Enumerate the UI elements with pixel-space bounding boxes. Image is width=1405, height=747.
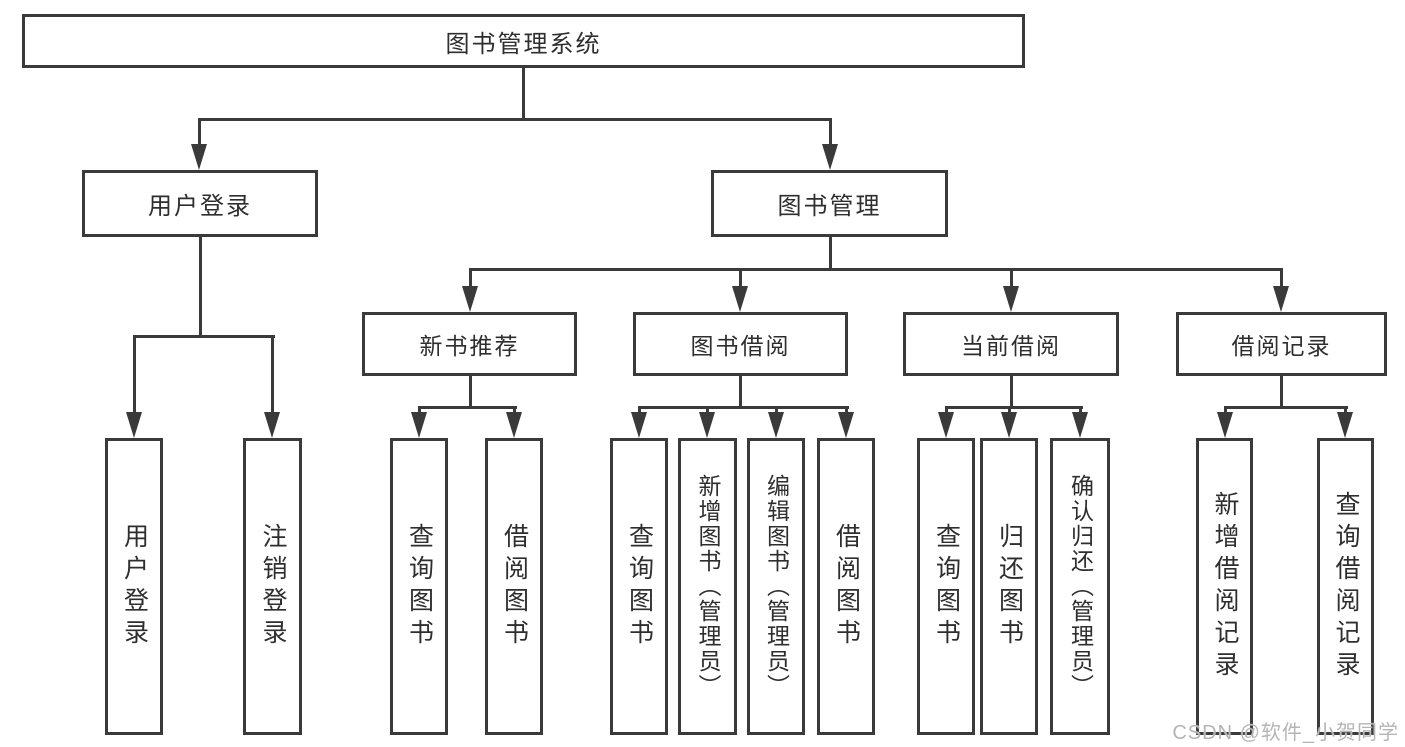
connector-line [197, 117, 832, 121]
connector-line [637, 405, 849, 409]
arrowhead [191, 144, 207, 170]
connector-line [1279, 268, 1283, 290]
leaf-add-books-admin: 新增图书（管理员） [678, 438, 737, 735]
leaf-query-borrow-record: 查询借阅记录 [1317, 438, 1374, 735]
connector-line [512, 405, 516, 418]
connector-line [1007, 405, 1011, 418]
arrowhead [699, 412, 715, 438]
arrowhead [838, 412, 854, 438]
connector-line [468, 268, 1283, 271]
arrowhead [822, 144, 838, 170]
connector-line [774, 405, 778, 418]
arrowhead [1001, 412, 1017, 438]
connector-line [1343, 405, 1347, 418]
arrowhead [1003, 286, 1019, 312]
node-label: 新书推荐 [419, 333, 520, 359]
connector-line [132, 334, 275, 338]
node-label: 确认归还（管理员） [1067, 474, 1094, 699]
leaf-borrow-books-2: 借阅图书 [817, 438, 875, 735]
connector-line [198, 237, 202, 336]
node-label: 图书借阅 [690, 333, 791, 359]
leaf-borrow-books-1: 借阅图书 [485, 438, 543, 735]
node-label: 图书管理 [777, 193, 882, 220]
arrowhead [462, 286, 478, 312]
connector-line [1009, 268, 1013, 290]
connector-line [844, 405, 848, 418]
node-user-login: 用户登录 [82, 170, 318, 237]
arrowhead [1072, 412, 1088, 438]
node-label: 编辑图书（管理员） [763, 474, 790, 699]
node-label: 新增借阅记录 [1211, 490, 1239, 683]
connector-line [132, 334, 136, 419]
node-label: 借阅记录 [1231, 333, 1332, 359]
connector-line [828, 117, 832, 148]
connector-line [1279, 376, 1283, 408]
leaf-user-login: 用户登录 [105, 438, 163, 735]
leaf-confirm-return-admin: 确认归还（管理员） [1050, 438, 1110, 735]
connector-line [1009, 376, 1013, 408]
node-label: 用户登录 [120, 522, 149, 651]
connector-line [738, 376, 742, 408]
arrowhead [264, 412, 280, 438]
connector-line [270, 334, 274, 419]
arrowhead [1337, 412, 1353, 438]
leaf-edit-books-admin: 编辑图书（管理员） [747, 438, 805, 735]
node-book-borrow: 图书借阅 [633, 312, 848, 376]
node-label: 新增图书（管理员） [695, 474, 721, 699]
connector-line [521, 68, 525, 120]
node-label: 查询图书 [625, 522, 654, 651]
node-current-borrow: 当前借阅 [903, 312, 1119, 376]
connector-line [1223, 405, 1348, 409]
connector-line [468, 268, 472, 290]
connector-line [417, 405, 517, 409]
connector-line [1223, 405, 1227, 418]
connector-line [637, 405, 641, 418]
arrowhead [938, 412, 954, 438]
arrowhead [768, 412, 784, 438]
connector-line [705, 405, 709, 418]
leaf-query-books-1: 查询图书 [390, 438, 448, 735]
connector-line [1078, 405, 1082, 418]
node-library-system: 图书管理系统 [22, 14, 1025, 68]
arrowhead [506, 412, 522, 438]
connector-line [828, 237, 832, 271]
node-label: 当前借阅 [961, 333, 1061, 359]
arrowhead [1273, 286, 1289, 312]
connector-line [944, 405, 948, 418]
connector-line [468, 376, 472, 408]
connector-line [738, 268, 742, 290]
arrowhead [732, 286, 748, 312]
node-label: 用户登录 [148, 193, 252, 220]
node-label: 查询借阅记录 [1332, 490, 1360, 683]
arrowhead [411, 412, 427, 438]
node-label: 借阅图书 [500, 522, 529, 651]
connector-line [197, 117, 201, 148]
node-label: 查询图书 [405, 522, 434, 651]
node-book-management: 图书管理 [711, 170, 948, 237]
connector-line [944, 405, 1083, 409]
arrowhead [126, 412, 142, 438]
node-label: 归还图书 [995, 522, 1024, 651]
leaf-add-borrow-record: 新增借阅记录 [1196, 438, 1253, 735]
node-label: 图书管理系统 [445, 30, 602, 58]
node-borrow-records: 借阅记录 [1176, 312, 1387, 376]
arrowhead [631, 412, 647, 438]
arrowhead [1217, 412, 1233, 438]
node-new-book-recommend: 新书推荐 [362, 312, 577, 376]
node-label: 注销登录 [259, 522, 287, 651]
connector-line [417, 405, 421, 418]
leaf-query-books-2: 查询图书 [610, 438, 668, 735]
leaf-return-books: 归还图书 [980, 438, 1038, 735]
node-label: 查询图书 [932, 522, 961, 651]
leaf-query-books-3: 查询图书 [917, 438, 975, 735]
leaf-logout: 注销登录 [243, 438, 302, 735]
node-label: 借阅图书 [832, 522, 861, 651]
csdn-watermark: CSDN @软件_小贺同学 [1172, 722, 1399, 744]
